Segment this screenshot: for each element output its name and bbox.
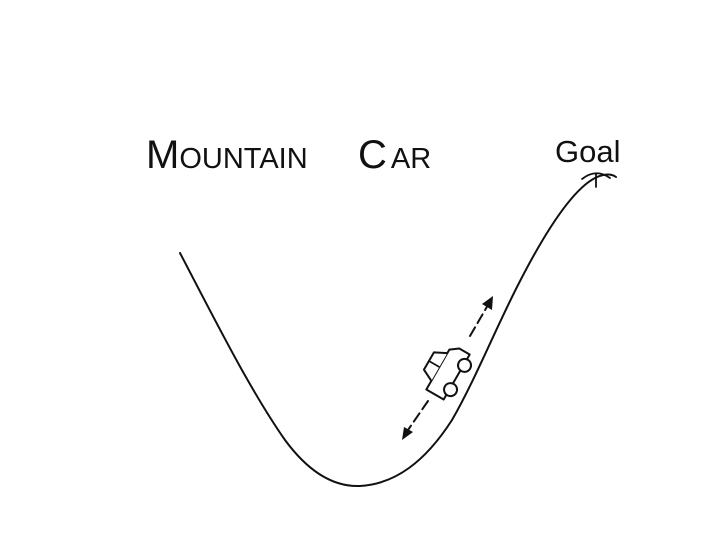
car-icon — [422, 347, 473, 401]
car-wheel-front — [443, 382, 459, 398]
arrow-up-icon — [482, 296, 493, 310]
title-rest-ar: AR — [391, 143, 431, 175]
diagram-title: MOUNTAIN — [146, 133, 308, 177]
goal-label: Goal — [555, 134, 620, 169]
title-rest-ountain: OUNTAIN — [179, 143, 307, 175]
mountain-curve — [179, 173, 617, 488]
motion-arrow-down-line — [407, 400, 429, 431]
title-initial-m: M — [146, 133, 179, 177]
car-wheel-rear — [457, 357, 473, 373]
goal-marker — [581, 172, 611, 188]
arrow-down-icon — [402, 427, 413, 440]
title-initial-c: C — [358, 133, 387, 177]
motion-arrow-up-line — [469, 304, 489, 337]
car-window — [428, 360, 440, 368]
